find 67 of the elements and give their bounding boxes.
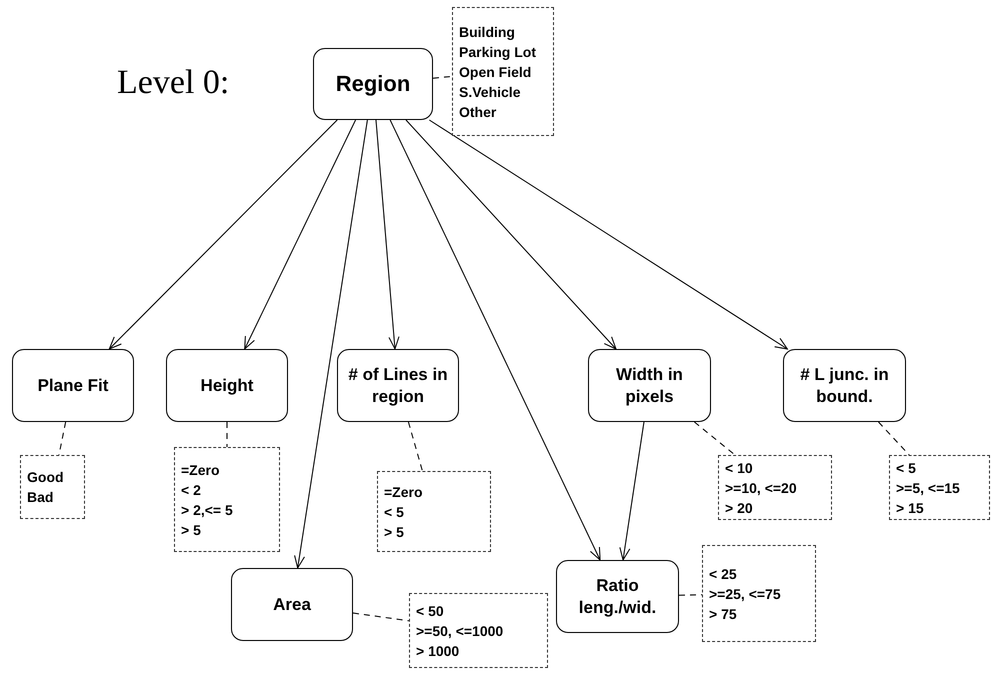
attribute-text: # of Lines in region (347, 364, 449, 408)
value-text: >=25, <=75 (709, 584, 782, 602)
value-list-box (452, 7, 554, 136)
value-text: < 10 (725, 458, 754, 476)
value-text: >=50, <=1000 (416, 622, 504, 640)
value-list-box (409, 593, 548, 668)
level-label: Level 0: (117, 66, 230, 100)
value-text: > 2,<= 5 (181, 500, 234, 518)
value-list-box (377, 471, 491, 552)
value-text: Parking Lot (459, 42, 538, 60)
value-text: > 20 (725, 498, 754, 516)
attribute-text: # L junc. in bound. (799, 364, 890, 408)
leader-line (352, 612, 410, 622)
value-text: < 50 (416, 602, 445, 620)
value-list-box (889, 455, 990, 520)
value-text: < 5 (384, 502, 405, 520)
value-text: Open Field (459, 62, 532, 80)
attribute-text: Region (336, 73, 410, 95)
attribute-box (556, 560, 679, 633)
value-text: < 25 (709, 564, 738, 582)
arrow (428, 120, 788, 350)
value-text: =Zero (384, 482, 424, 500)
value-text: Good (27, 468, 65, 486)
value-text: > 15 (896, 498, 925, 516)
arrow (294, 120, 368, 568)
leader-line (878, 422, 910, 456)
attribute-box (12, 349, 134, 422)
value-text: Bad (27, 488, 54, 506)
attribute-box (166, 349, 288, 422)
value-text: S.Vehicle (459, 82, 522, 100)
attribute-box (313, 48, 433, 120)
value-list-box (20, 455, 85, 519)
value-text: >=5, <=15 (896, 478, 961, 496)
arrow (390, 120, 601, 560)
leader-line (408, 422, 423, 472)
attribute-box (783, 349, 906, 422)
value-list-box (702, 545, 816, 642)
attribute-box (231, 568, 353, 641)
value-text: > 1000 (416, 642, 460, 660)
leader-line (226, 422, 228, 448)
value-text: Other (459, 102, 498, 120)
value-text: >=10, <=20 (725, 478, 798, 496)
attribute-text: Width in pixels (615, 364, 684, 408)
attribute-box (588, 349, 711, 422)
leader-line (432, 76, 452, 79)
arrow (619, 422, 644, 560)
attribute-text: Plane Fit (38, 374, 108, 396)
arrow (108, 120, 338, 350)
value-list-box (718, 455, 832, 520)
leader-line (58, 422, 66, 456)
leader-line (678, 594, 702, 596)
attribute-text: Ratio leng./wid. (578, 574, 658, 618)
value-text: > 75 (709, 604, 738, 622)
value-text: > 5 (181, 520, 202, 538)
value-text: < 5 (896, 458, 917, 476)
leader-line (694, 422, 736, 456)
attribute-text: Area (273, 594, 311, 616)
arrow (375, 120, 400, 350)
attribute-text: Height (200, 374, 254, 396)
arrow (244, 120, 356, 350)
value-list-box (174, 447, 280, 552)
value-text: < 2 (181, 480, 202, 498)
attribute-box (337, 349, 459, 422)
value-text: Building (459, 22, 516, 40)
arrow (406, 120, 617, 350)
value-text: > 5 (384, 522, 405, 540)
value-text: =Zero (181, 460, 221, 478)
